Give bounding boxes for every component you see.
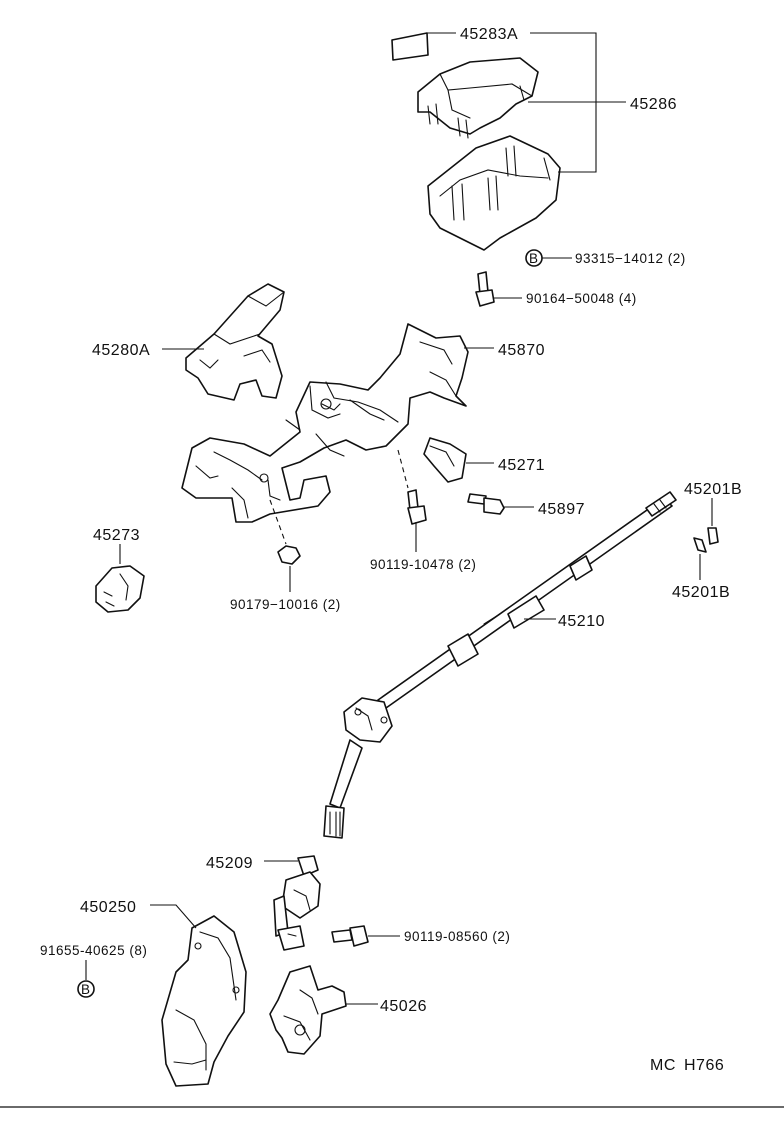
- part-label-90164-50048: 90164−50048 (4): [526, 291, 637, 306]
- bolt-90119-08560: [331, 925, 369, 947]
- universal-joint-45209: [273, 855, 321, 951]
- figure-code-right: H766: [684, 1057, 724, 1074]
- pin-45897: [467, 493, 505, 515]
- part-label-91655-40625: 91655-40625 (8): [40, 943, 147, 958]
- part-label-45897: 45897: [538, 501, 585, 518]
- part-label-45870: 45870: [498, 342, 545, 359]
- part-label-93315-14012: 93315−14012 (2): [575, 251, 686, 266]
- part-label-45201B-bottom: 45201B: [672, 584, 730, 601]
- screw-90119-10478: [407, 489, 427, 525]
- part-label-45209: 45209: [206, 855, 253, 872]
- main-shaft-45210: [323, 491, 677, 839]
- svg-text:B: B: [529, 251, 539, 266]
- column-cover-lower-45286: [427, 135, 561, 251]
- part-label-90179-10016: 90179−10016 (2): [230, 597, 341, 612]
- part-label-450250: 450250: [80, 899, 136, 916]
- switch-bracket-45280A: [185, 283, 285, 401]
- part-label-45286: 45286: [630, 96, 677, 113]
- part-label-45026: 45026: [380, 998, 427, 1015]
- screw-90164: [475, 271, 495, 307]
- part-label-45210: 45210: [558, 613, 605, 630]
- bolt-marker-b-bottom: B: [77, 980, 95, 998]
- column-cover-upper-45286: [417, 57, 539, 139]
- part-label-90119-10478: 90119-10478 (2): [370, 557, 476, 572]
- bolt-marker-b-top: B: [525, 249, 543, 267]
- part-label-45273: 45273: [93, 527, 140, 544]
- bracket-45026: [269, 965, 347, 1055]
- snap-ring-45201B-top: [707, 527, 719, 545]
- part-label-45201B-top: 45201B: [684, 481, 742, 498]
- snap-ring-45201B-bottom: [693, 537, 707, 553]
- bushing-45273: [95, 565, 145, 613]
- part-label-45283A: 45283A: [460, 26, 518, 43]
- column-tube-bracket-45870: [181, 323, 469, 523]
- svg-text:B: B: [81, 982, 91, 997]
- figure-code-left: MC: [650, 1057, 676, 1074]
- part-label-45271: 45271: [498, 457, 545, 474]
- part-label-90119-08560: 90119-08560 (2): [404, 929, 510, 944]
- part-label-45280A: 45280A: [92, 342, 150, 359]
- bracket-45271: [423, 437, 467, 483]
- grommet-90179-10016: [277, 545, 301, 565]
- label-sticker-45283A: [391, 32, 429, 61]
- boot-450250: [161, 915, 247, 1087]
